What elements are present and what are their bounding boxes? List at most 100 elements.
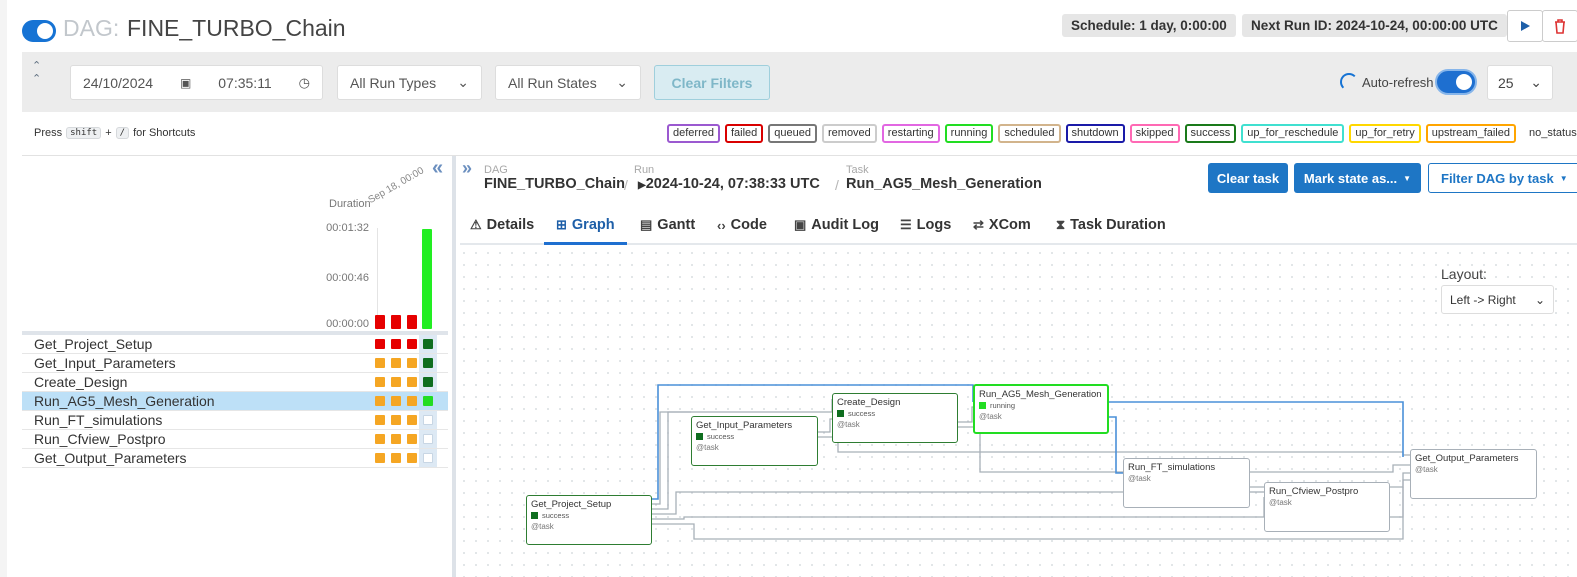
- task-instance-upstream-failed[interactable]: [391, 377, 401, 387]
- task-instance-failed[interactable]: [407, 339, 417, 349]
- legend-scheduled[interactable]: scheduled: [998, 124, 1061, 143]
- task-instance-upstream-failed[interactable]: [391, 453, 401, 463]
- legend-up-for-reschedule[interactable]: up_for_reschedule: [1241, 124, 1345, 143]
- task-instance-upstream-failed[interactable]: [407, 453, 417, 463]
- task-row[interactable]: Create_Design: [22, 373, 448, 392]
- tab-logs[interactable]: ☰Logs: [900, 217, 951, 233]
- run-states-select[interactable]: All Run States ⌄: [495, 65, 641, 100]
- clock-icon[interactable]: ◷: [298, 74, 310, 90]
- task-instance-upstream-failed[interactable]: [391, 434, 401, 444]
- run-types-select[interactable]: All Run Types ⌄: [337, 65, 482, 100]
- clear-task-button[interactable]: Clear task: [1208, 163, 1288, 193]
- task-instance-upstream-failed[interactable]: [375, 358, 385, 368]
- expand-panel-icon[interactable]: »: [462, 158, 473, 178]
- legend-shutdown[interactable]: shutdown: [1065, 124, 1125, 143]
- grid-separator: [22, 331, 448, 335]
- task-instance-success[interactable]: [423, 358, 433, 368]
- filter-dag-button[interactable]: Filter DAG by task ▼: [1428, 163, 1577, 193]
- legend-running[interactable]: running: [944, 124, 994, 143]
- task-name[interactable]: Run_Cfview_Postpro: [34, 431, 166, 447]
- legend-queued[interactable]: queued: [768, 124, 817, 143]
- graph-node[interactable]: Get_Output_Parameters@task: [1410, 449, 1537, 499]
- run-duration-bar[interactable]: [407, 315, 417, 329]
- task-instance-upstream-failed[interactable]: [391, 396, 401, 406]
- task-instance-no-status[interactable]: [423, 415, 433, 425]
- collapse-filters-icon[interactable]: ⌃⌃: [32, 60, 42, 85]
- mark-state-button[interactable]: Mark state as... ▼: [1294, 163, 1421, 193]
- task-instance-running[interactable]: [423, 396, 433, 406]
- task-instance-upstream-failed[interactable]: [407, 358, 417, 368]
- tab-audit-log[interactable]: ▣Audit Log: [794, 217, 879, 233]
- breadcrumb-run[interactable]: ▶2024-10-24, 07:38:33 UTC: [638, 176, 820, 192]
- task-instance-upstream-failed[interactable]: [407, 415, 417, 425]
- task-instance-upstream-failed[interactable]: [407, 396, 417, 406]
- trigger-dag-button[interactable]: [1507, 10, 1543, 42]
- run-duration-bar[interactable]: [375, 315, 385, 329]
- run-duration-bar[interactable]: [422, 229, 432, 329]
- collapse-grid-icon[interactable]: «: [432, 157, 444, 179]
- task-instance-upstream-failed[interactable]: [407, 377, 417, 387]
- task-instance-upstream-failed[interactable]: [375, 396, 385, 406]
- run-duration-bar[interactable]: [391, 315, 401, 329]
- base-date-input[interactable]: 24/10/2024 ▣ 07:35:11 ◷: [70, 65, 323, 100]
- delete-dag-button[interactable]: [1542, 10, 1577, 42]
- tab-xcom[interactable]: ⇄XCom: [973, 217, 1031, 233]
- tab-graph[interactable]: ⊞Graph: [556, 217, 615, 233]
- task-instance-success[interactable]: [423, 377, 433, 387]
- clear-filters-button[interactable]: Clear Filters: [654, 65, 770, 100]
- num-runs-select[interactable]: 25 ⌄: [1487, 65, 1553, 100]
- task-row[interactable]: Run_AG5_Mesh_Generation: [22, 392, 448, 411]
- auto-refresh-toggle[interactable]: [1435, 69, 1477, 95]
- task-name[interactable]: Get_Output_Parameters: [34, 450, 187, 466]
- tab-code[interactable]: ‹›Code: [717, 217, 767, 233]
- task-instance-upstream-failed[interactable]: [375, 415, 385, 425]
- panel-resize-handle[interactable]: [452, 156, 456, 577]
- layout-select[interactable]: Left -> Right ⌄: [1441, 285, 1554, 314]
- tab-details[interactable]: ⚠Details: [470, 217, 534, 233]
- task-instance-upstream-failed[interactable]: [375, 377, 385, 387]
- task-name[interactable]: Get_Input_Parameters: [34, 355, 176, 371]
- task-instance-upstream-failed[interactable]: [407, 434, 417, 444]
- task-row[interactable]: Get_Output_Parameters: [22, 449, 448, 468]
- task-instance-success[interactable]: [423, 339, 433, 349]
- legend-no-status[interactable]: no_status: [1529, 127, 1577, 139]
- task-instance-failed[interactable]: [375, 339, 385, 349]
- tab-gantt[interactable]: ▤Gantt: [640, 217, 695, 233]
- legend-removed[interactable]: removed: [822, 124, 877, 143]
- task-instance-upstream-failed[interactable]: [391, 358, 401, 368]
- graph-node[interactable]: Run_FT_simulations@task: [1123, 458, 1250, 508]
- dag-pause-toggle[interactable]: [22, 20, 56, 42]
- node-operator: @task: [696, 443, 719, 452]
- breadcrumb-dag[interactable]: FINE_TURBO_Chain: [484, 176, 625, 192]
- legend-restarting[interactable]: restarting: [881, 124, 940, 143]
- task-name[interactable]: Get_Project_Setup: [34, 336, 153, 352]
- graph-node[interactable]: Run_Cfview_Postpro@task: [1264, 482, 1390, 532]
- task-row[interactable]: Run_Cfview_Postpro: [22, 430, 448, 449]
- task-instance-no-status[interactable]: [423, 434, 433, 444]
- legend-success[interactable]: success: [1184, 124, 1237, 143]
- task-instance-upstream-failed[interactable]: [375, 453, 385, 463]
- legend-skipped[interactable]: skipped: [1129, 124, 1180, 143]
- legend-upstream-failed[interactable]: upstream_failed: [1425, 124, 1516, 143]
- legend-failed[interactable]: failed: [724, 124, 764, 143]
- task-instance-upstream-failed[interactable]: [375, 434, 385, 444]
- calendar-icon[interactable]: ▣: [180, 75, 192, 90]
- task-instance-upstream-failed[interactable]: [391, 415, 401, 425]
- task-row[interactable]: Get_Project_Setup: [22, 335, 448, 354]
- breadcrumb-task[interactable]: Run_AG5_Mesh_Generation: [846, 176, 1042, 192]
- legend-deferred[interactable]: deferred: [667, 124, 720, 143]
- legend-up-for-retry[interactable]: up_for_retry: [1349, 124, 1421, 143]
- task-instance-failed[interactable]: [391, 339, 401, 349]
- task-row[interactable]: Run_FT_simulations: [22, 411, 448, 430]
- task-name[interactable]: Create_Design: [34, 374, 128, 390]
- task-name[interactable]: Run_AG5_Mesh_Generation: [34, 393, 215, 409]
- task-name[interactable]: Run_FT_simulations: [34, 412, 163, 428]
- task-instance-no-status[interactable]: [423, 453, 433, 463]
- task-row[interactable]: Get_Input_Parameters: [22, 354, 448, 373]
- tab-task-duration[interactable]: ⧗Task Duration: [1056, 217, 1166, 233]
